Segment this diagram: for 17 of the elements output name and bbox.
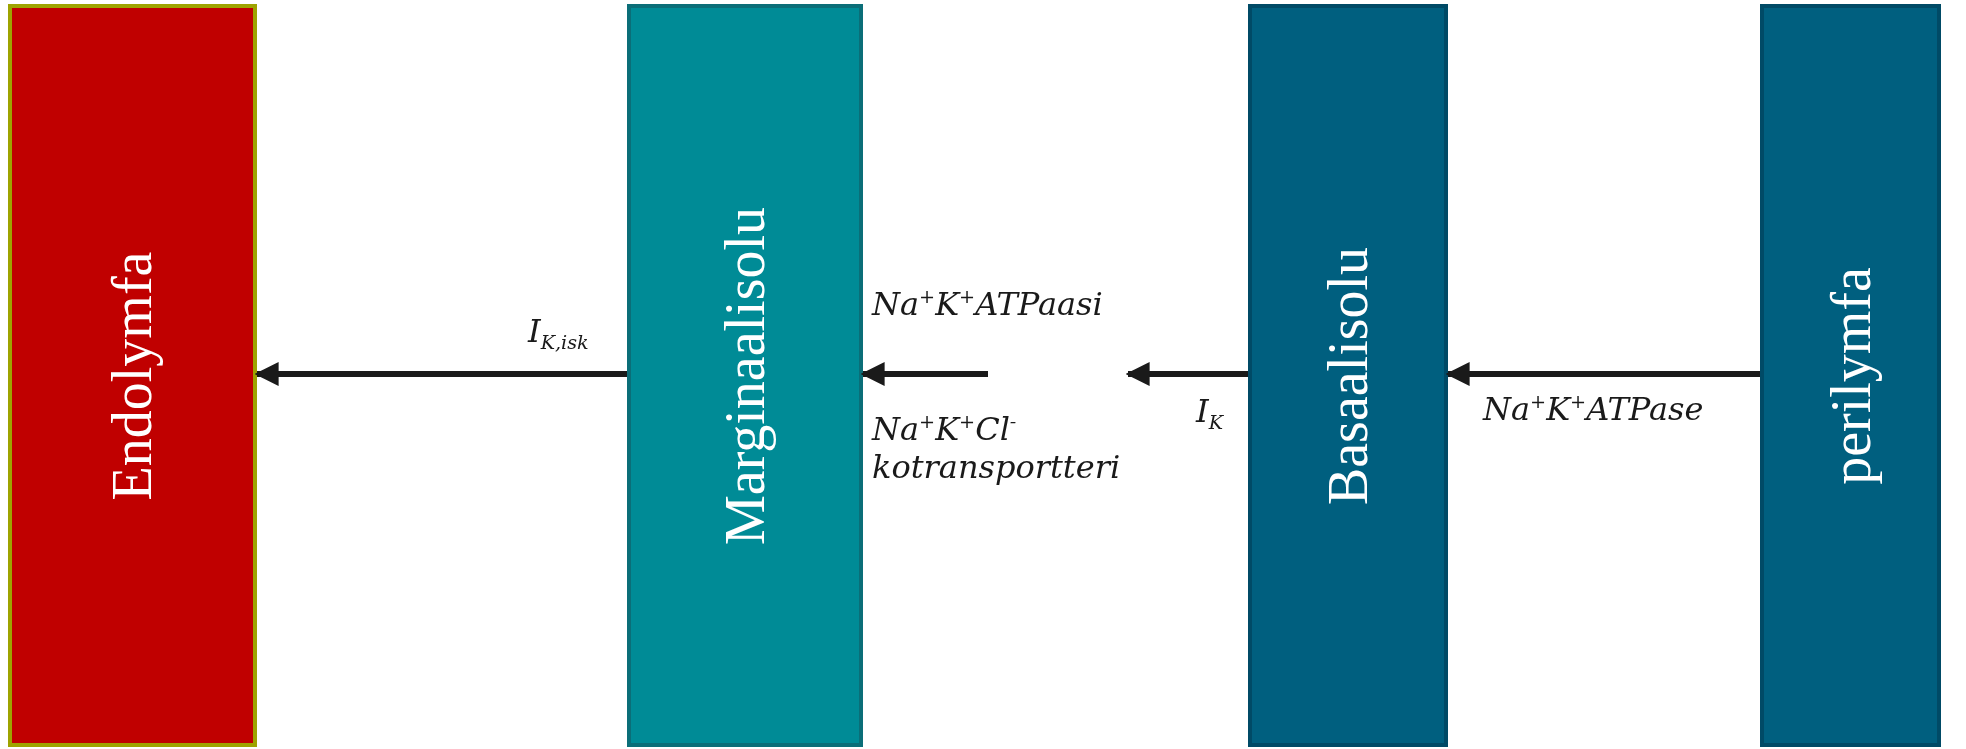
layer-label: perilymfa xyxy=(1818,266,1883,485)
layer-label: Marginaalisolu xyxy=(713,206,777,545)
layer-label: Endolymfa xyxy=(100,251,165,500)
edge-label: Na$^{+}$K$^{+}$ATPase xyxy=(1483,390,1704,429)
arrow xyxy=(860,362,988,386)
layer-label: Basaalisolu xyxy=(1316,246,1380,505)
arrow xyxy=(254,362,627,386)
transporter-label: Na$^{+}$K$^{+}$Cl$^{-}$ kotransportteri xyxy=(872,410,1122,487)
cell-layer-box xyxy=(1248,4,1448,747)
arrow xyxy=(1125,362,1248,386)
cell-layer-box xyxy=(8,4,257,747)
edge-label: I$_{K}$ xyxy=(1196,392,1223,435)
arrow xyxy=(1445,362,1760,386)
edge-label: Na$^{+}$K$^{+}$ATPaasi xyxy=(872,285,1103,324)
cell-layer-box xyxy=(627,4,863,747)
cell-layer-box xyxy=(1760,4,1941,747)
edge-label: I$_{K,isk}$ xyxy=(528,312,589,355)
